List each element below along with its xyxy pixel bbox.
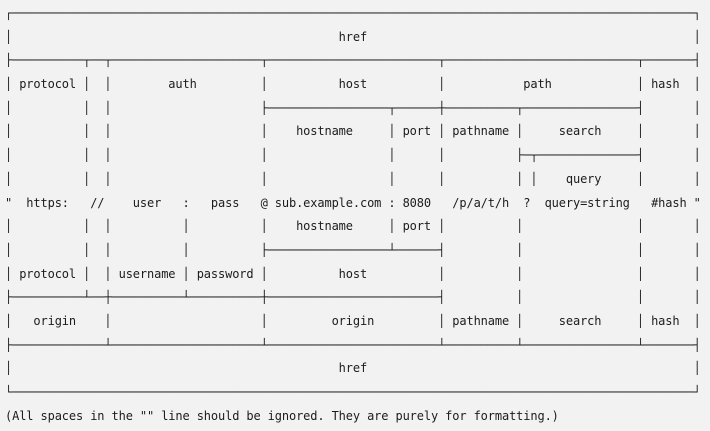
diagram-line-divider-2: │ │ │ ├─────────────────┬──────┼────────… bbox=[5, 100, 701, 115]
diagram-line-top-border: ┌───────────────────────────────────────… bbox=[5, 6, 701, 20]
diagram-line-divider-5: ├──────────┴──┼──────────┴──────────┼───… bbox=[5, 290, 701, 305]
diagram-line-bottom-border: └───────────────────────────────────────… bbox=[5, 385, 701, 399]
diagram-line-hostname-port-pathname-search: │ │ │ │ hostname │ port │ pathname │ sea… bbox=[5, 124, 701, 139]
diagram-line-example-url: " https: // user : pass @ sub.example.co… bbox=[5, 195, 701, 210]
diagram-line-protocol-auth-host-path-hash: │ protocol │ │ auth │ host │ path │ hash… bbox=[5, 77, 701, 92]
diagram-line-hostname-port-lower: │ │ │ │ │ hostname │ port │ │ │ │ bbox=[5, 219, 701, 234]
diagram-caption: (All spaces in the "" line should be ign… bbox=[5, 408, 559, 423]
diagram-line-origin-pathname-search-hash: │ origin │ │ origin │ pathname │ search … bbox=[5, 313, 701, 328]
diagram-line-protocol-username-password-host: │ protocol │ │ username │ password │ hos… bbox=[5, 266, 701, 281]
diagram-line-divider-1: ├──────────┬──┬─────────────────────┬───… bbox=[5, 53, 701, 68]
diagram-line-divider-3: │ │ │ │ │ │ ├─┬──────────────┤ │ bbox=[5, 148, 701, 163]
diagram-line-href-top: │ href │ bbox=[5, 29, 701, 44]
diagram-line-divider-4: │ │ │ │ ├─────────────────┴──────┤ │ │ │ bbox=[5, 242, 701, 257]
diagram-line-query: │ │ │ │ │ │ │ │ query │ │ bbox=[5, 171, 701, 186]
diagram-line-href-bottom: │ href │ bbox=[5, 361, 701, 376]
diagram-line-divider-6: ├─────────────┴─────────────────────┴───… bbox=[5, 337, 701, 352]
